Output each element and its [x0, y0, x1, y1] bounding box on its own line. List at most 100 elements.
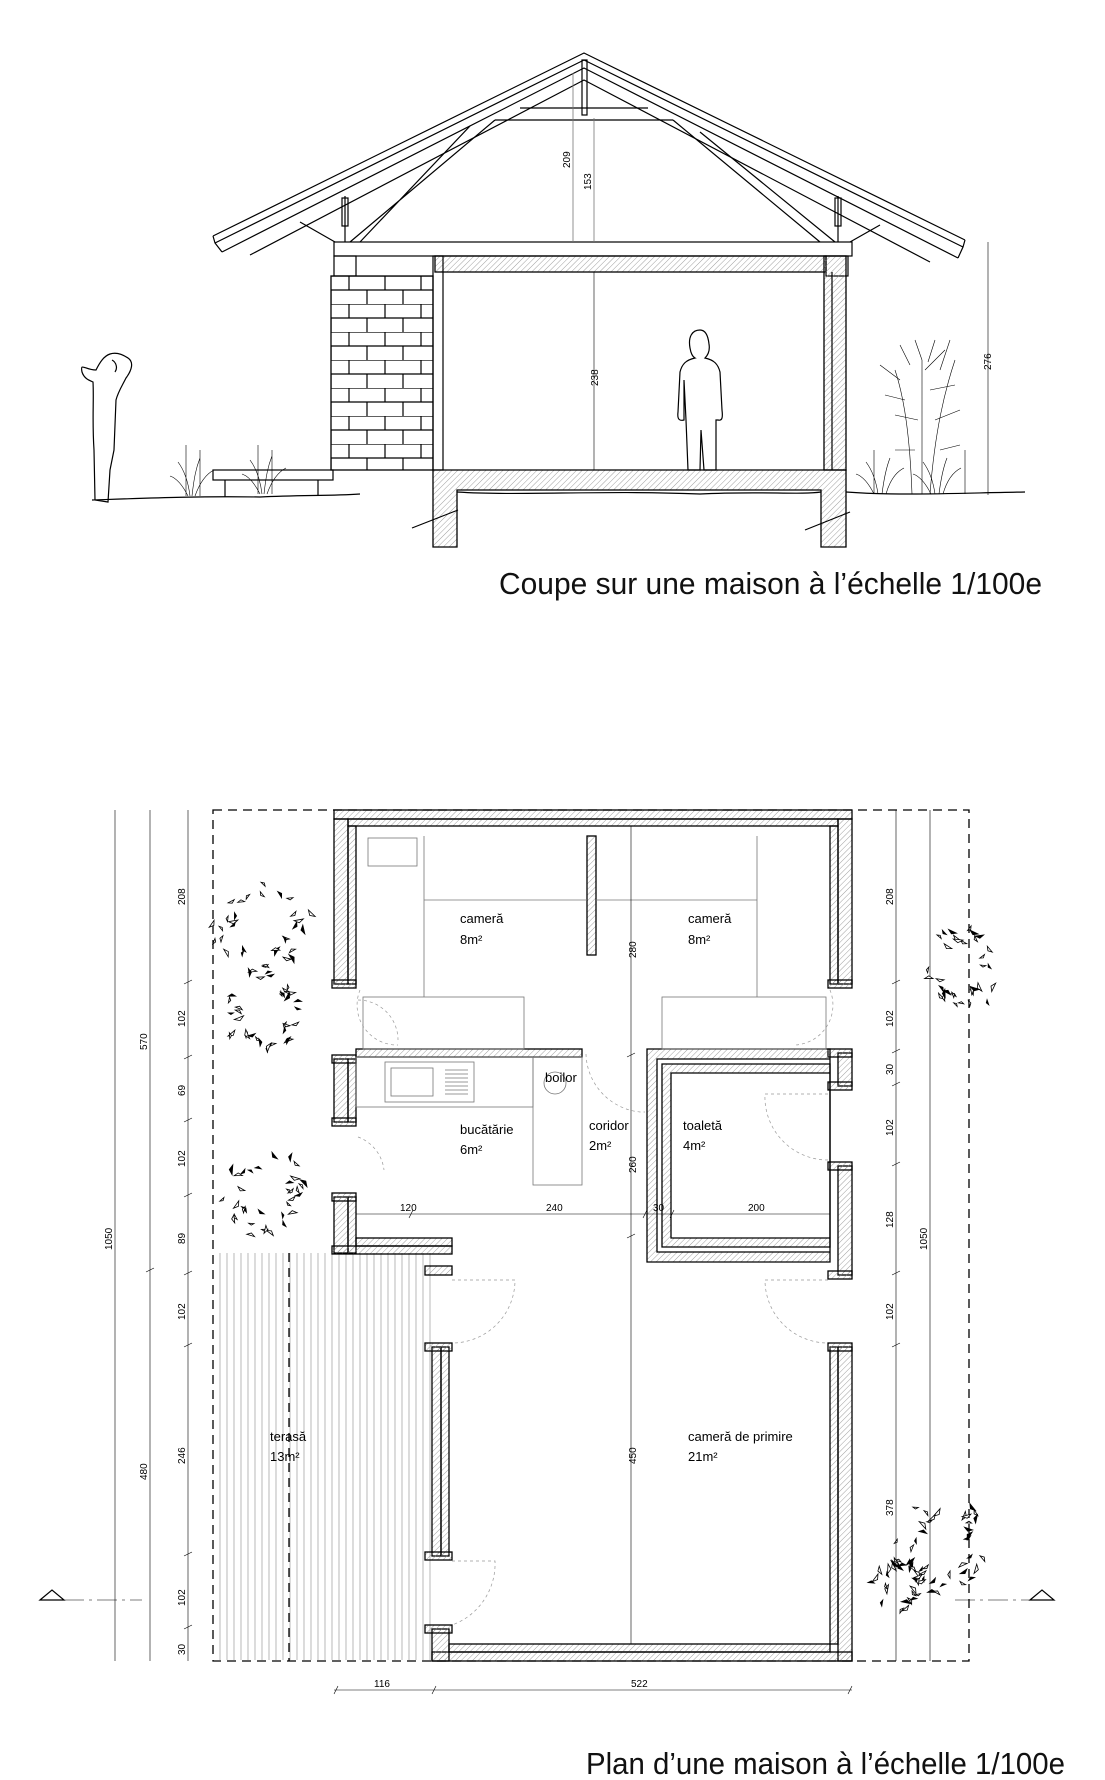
bed-right: [661, 996, 827, 1050]
section-marker-left: [38, 1589, 66, 1601]
leaf-mark: [290, 1021, 300, 1027]
leaf-mark: [288, 948, 297, 954]
leaf-mark: [295, 1185, 300, 1195]
leaf-mark: [287, 1210, 299, 1215]
leaf-mark: [293, 998, 303, 1003]
leaf-mark: [233, 1005, 244, 1011]
room-area-living-room: 21m²: [688, 1449, 718, 1464]
floor-slab: [432, 469, 847, 548]
plants: [169, 339, 966, 497]
dim-center: 260: [628, 1156, 639, 1173]
leaf-mark: [952, 938, 965, 944]
tree-icon: [866, 1556, 927, 1615]
leaf-mark: [866, 1580, 876, 1584]
leaf-mark: [282, 1219, 288, 1228]
leaf-mark: [293, 1160, 301, 1167]
leaf-mark: [222, 948, 229, 959]
leaf-mark: [289, 910, 297, 917]
leaf-mark: [211, 937, 217, 946]
leaf-mark: [899, 1607, 905, 1615]
door-swings: [356, 989, 834, 1626]
leaf-mark: [233, 1009, 243, 1015]
leaf-mark: [285, 897, 295, 901]
trees: [208, 881, 997, 1615]
leaf-mark: [973, 1508, 979, 1517]
dim-left-detail: 89: [177, 1232, 188, 1244]
leaf-mark: [245, 893, 251, 901]
dim-center: 280: [628, 941, 639, 958]
leaf-mark: [893, 1558, 903, 1563]
leaf-mark: [287, 953, 295, 965]
leaf-mark: [227, 919, 240, 925]
tall-unit: [532, 1056, 583, 1186]
leaf-mark: [233, 1212, 239, 1221]
leaf-mark: [931, 1590, 941, 1596]
leaf-mark: [958, 1580, 968, 1586]
leaf-mark: [263, 1223, 268, 1235]
left-inner-wall: [432, 255, 444, 471]
person-silhouette-outside: [80, 352, 133, 503]
dim-left-detail: 30: [177, 1643, 188, 1655]
dim-horizontal: 240: [546, 1203, 563, 1214]
leaf-mark: [938, 984, 944, 993]
room-label-corridor: coridor: [589, 1118, 629, 1133]
room-labels: cameră 8m² cameră 8m² bucătărie 6m² cori…: [270, 911, 793, 1464]
leaf-mark: [264, 970, 273, 975]
dim-left-detail: 102: [177, 1150, 188, 1167]
dim-horizontal: 200: [748, 1203, 765, 1214]
leaf-mark: [281, 1022, 292, 1028]
leaf-mark: [227, 1012, 235, 1015]
leaf-mark: [286, 1187, 294, 1194]
dim-right-total: 1050: [919, 1227, 930, 1250]
dim-left-detail: 246: [177, 1447, 188, 1464]
leaf-mark: [259, 890, 266, 898]
walls: [331, 809, 853, 1662]
desk: [367, 837, 418, 867]
leaf-mark: [283, 990, 290, 1002]
leaf-mark: [208, 918, 215, 929]
leaf-mark: [285, 1035, 292, 1046]
leaf-mark: [241, 1205, 246, 1215]
leaf-mark: [917, 1529, 929, 1535]
leaf-mark: [939, 1583, 948, 1588]
brick-wall: [330, 275, 434, 471]
leaf-mark: [963, 1526, 975, 1532]
leaf-mark: [247, 1222, 256, 1226]
leaf-mark: [947, 928, 958, 935]
leaf-mark: [957, 1001, 966, 1005]
leaf-mark: [908, 1566, 917, 1573]
dim-left-detail: 102: [177, 1303, 188, 1320]
leaf-mark: [912, 1573, 924, 1580]
leaf-mark: [923, 975, 935, 979]
tree-icon: [226, 967, 303, 1054]
leaf-mark: [958, 1567, 968, 1575]
leaf-mark: [900, 1604, 910, 1612]
room-area-toilet: 4m²: [683, 1138, 706, 1153]
leaf-mark: [886, 1562, 892, 1576]
leaf-mark: [239, 1167, 246, 1175]
leaf-mark: [241, 944, 247, 953]
right-wall: [823, 255, 847, 471]
leaf-mark: [286, 983, 290, 992]
dim-horizontal: 120: [400, 1203, 417, 1214]
leaf-mark: [943, 942, 954, 950]
tree-icon: [218, 1150, 308, 1238]
leaf-mark: [985, 998, 990, 1007]
leaf-mark: [978, 1554, 986, 1563]
leaf-mark: [961, 1509, 967, 1521]
leaf-mark: [259, 881, 266, 888]
leaf-mark: [265, 1042, 272, 1054]
leaf-mark: [927, 1513, 936, 1522]
ground-line: [91, 491, 1026, 501]
leaf-mark: [289, 1175, 302, 1181]
leaf-mark: [282, 935, 287, 944]
room-label-bedroom-right: cameră: [688, 911, 732, 926]
leaf-mark: [288, 1152, 293, 1163]
leaf-mark: [228, 1163, 234, 1177]
leaf-mark: [261, 963, 270, 969]
leaf-mark: [935, 934, 942, 940]
tree-icon: [208, 881, 317, 975]
leaf-mark: [246, 1032, 257, 1038]
leaf-mark: [284, 1180, 295, 1184]
leaf-mark: [909, 1596, 919, 1601]
